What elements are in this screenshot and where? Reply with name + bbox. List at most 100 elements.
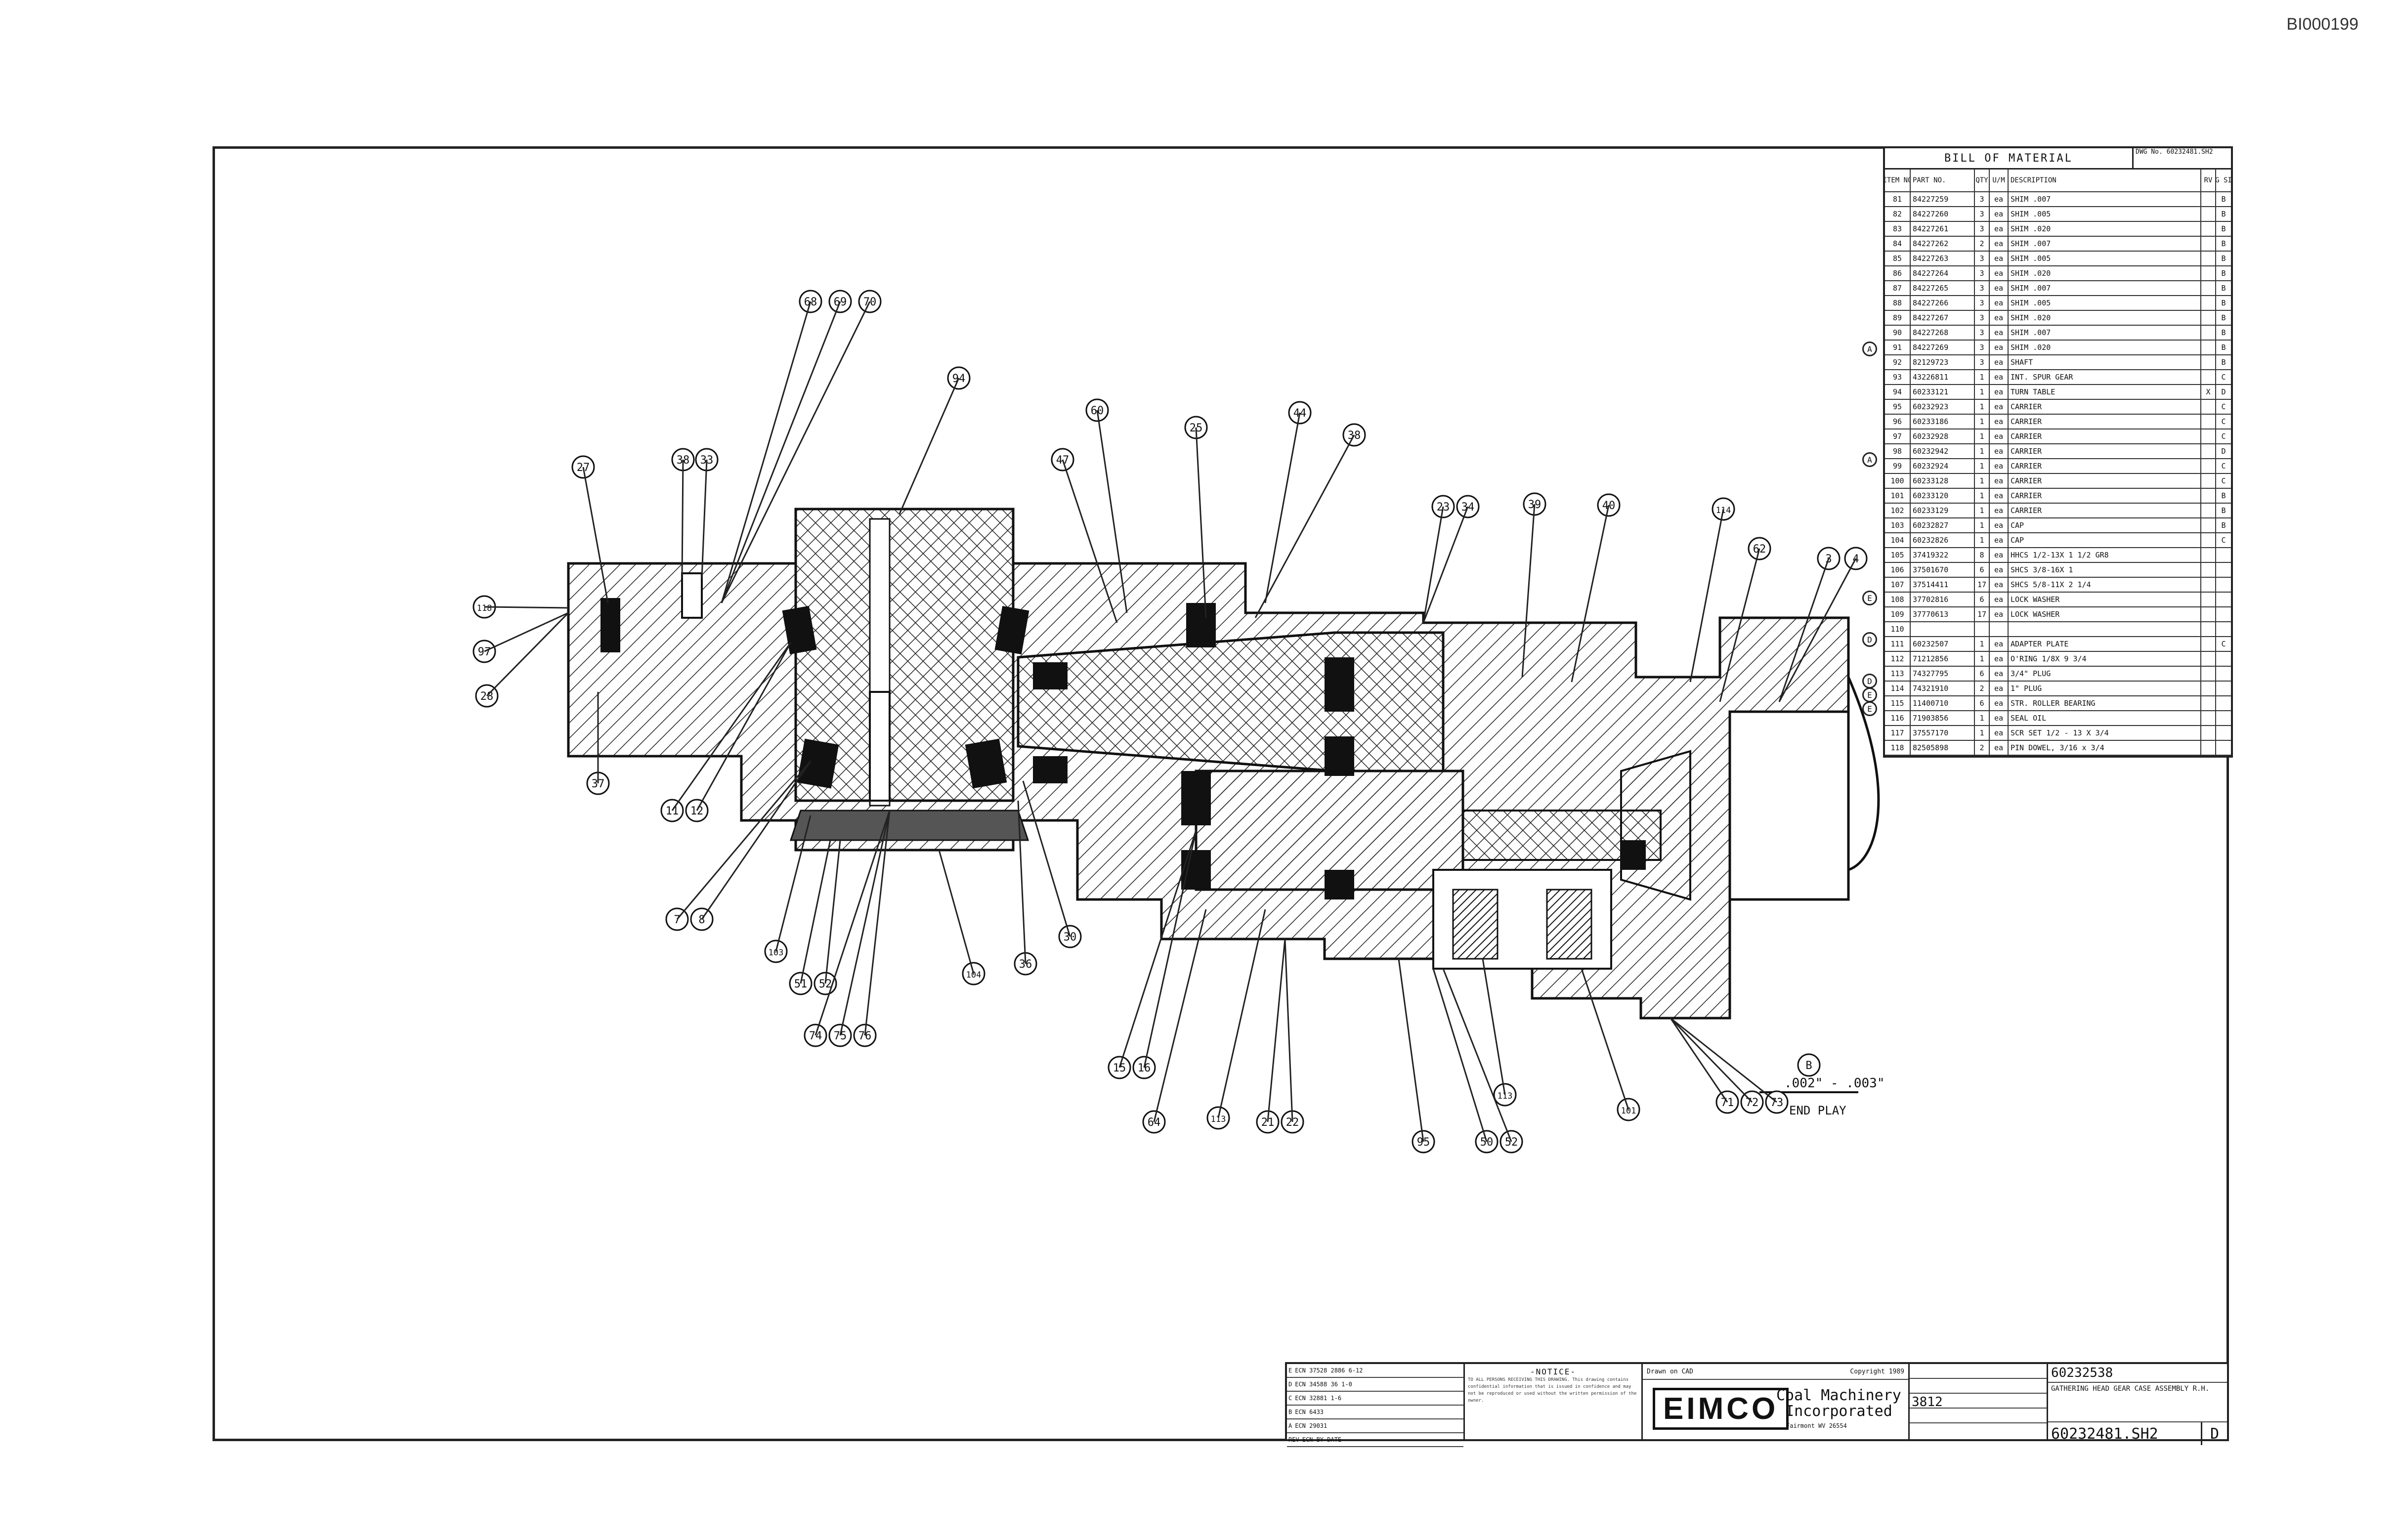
bom-cell-part: 60232923 [1911, 400, 1975, 414]
bom-cell-part: 37557170 [1911, 726, 1975, 740]
callout-label: 97 [478, 646, 491, 658]
bom-cell-size: C [2221, 536, 2226, 545]
bom-cell-desc: SHCS 3/8-16X 1 [2009, 563, 2201, 577]
bill-of-material-table: BILL OF MATERIAL DWG No. 60232481.SH2 IT… [1883, 146, 2233, 758]
bom-cell-um: ea [1990, 474, 2009, 488]
bom-cell-size: B [2221, 313, 2226, 322]
bom-cell-qty: 3 [1975, 311, 1990, 325]
bom-cell-rev [2201, 593, 2216, 606]
bom-cell-um: ea [1990, 518, 2009, 532]
bom-cell-qty: 17 [1975, 578, 1990, 592]
callout-label: 50 [1480, 1136, 1494, 1149]
bom-cell-item: 107 [1885, 578, 1911, 592]
leader-line [1778, 558, 1830, 702]
bom-cell-size: C [2221, 417, 2226, 426]
revision-letter: E [1288, 1367, 1292, 1374]
leader-line [484, 606, 569, 609]
scale-number: 3812 [1910, 1394, 2047, 1410]
bom-cell-qty: 1 [1975, 726, 1990, 740]
bom-cell-qty: 8 [1975, 548, 1990, 562]
bom-cell-um: ea [1990, 682, 2009, 695]
bom-cell-size: B [2221, 239, 2226, 248]
bom-cell-desc: SHIM .005 [2009, 296, 2201, 310]
revision-desc: ECN 29031 [1295, 1422, 1327, 1429]
bom-cell-size: B [2221, 254, 2226, 263]
bom-cell-um: ea [1990, 548, 2009, 562]
bom-cell-rev: X [2201, 385, 2216, 399]
revision-desc: ECN 6433 [1295, 1409, 1324, 1415]
bom-cell-part: 60232924 [1911, 459, 1975, 473]
bom-cell-um: ea [1990, 237, 2009, 251]
drawing-number-block: 60232538 GATHERING HEAD GEAR CASE ASSEMB… [2048, 1364, 2227, 1445]
bom-cell-um: ea [1990, 489, 2009, 503]
bom-cell-part: 84227259 [1911, 192, 1975, 206]
bom-cell-rev [2201, 207, 2216, 221]
bom-cell-size: B [2221, 343, 2226, 352]
drawing-title: GATHERING HEAD GEAR CASE ASSEMBLY R.H. [2048, 1383, 2227, 1422]
bom-cell-part: 71212856 [1911, 652, 1975, 666]
bom-cell-qty: 6 [1975, 593, 1990, 606]
bom-cell-desc: CARRIER [2009, 429, 2201, 443]
bom-cell-desc: STR. ROLLER BEARING [2009, 696, 2201, 710]
revision-mark: A [1862, 452, 1877, 467]
company-block: Drawn on CAD Copyright 1989 EIMCO Coal M… [1643, 1364, 1910, 1439]
end-play-label: END PLAY [1789, 1104, 1846, 1117]
revision-desc: ECN BY DATE [1302, 1436, 1342, 1443]
callout-label: 103 [769, 948, 784, 958]
bom-cell-item: 118 [1885, 741, 1911, 755]
bom-cell-rev [2201, 474, 2216, 488]
bom-cell-part: 37501670 [1911, 563, 1975, 577]
bom-cell-desc: CARRIER [2009, 504, 2201, 517]
callout-label: 52 [1505, 1136, 1518, 1149]
company-line-2: Incorporated [1785, 1403, 1892, 1420]
leader-line [1432, 968, 1488, 1142]
bom-cell-rev [2201, 696, 2216, 710]
notice-body: TO ALL PERSONS RECEIVING THIS DRAWING. T… [1468, 1377, 1637, 1403]
callout-label: 16 [1138, 1062, 1151, 1074]
bom-cell-um: ea [1990, 741, 2009, 755]
leader-line [1581, 968, 1629, 1110]
leader-line [1670, 1017, 1777, 1103]
bom-cell-item: 99 [1885, 459, 1911, 473]
leader-line [1254, 434, 1355, 618]
bom-cell-size: B [2221, 224, 2226, 233]
callout-circle [1797, 1053, 1821, 1077]
bom-cell-rev [2201, 711, 2216, 725]
bom-cell-item: 91 [1885, 341, 1911, 354]
bom-cell-item: 94 [1885, 385, 1911, 399]
bom-header-row: ITEM NO PART NO. QTY U/M DESCRIPTION RV … [1885, 170, 2231, 192]
bom-cell-item: 92 [1885, 355, 1911, 369]
bom-cell-part: 82129723 [1911, 355, 1975, 369]
drawn-on: Drawn on CAD [1647, 1368, 1693, 1375]
bom-cell-size [2216, 696, 2231, 710]
bom-cell-um: ea [1990, 711, 2009, 725]
bom-cell-part: 74327795 [1911, 667, 1975, 681]
bom-cell-desc: SEAL OIL [2009, 711, 2201, 725]
bom-cell-item: 97 [1885, 429, 1911, 443]
bom-cell-um: ea [1990, 326, 2009, 340]
notice-block: -NOTICE- TO ALL PERSONS RECEIVING THIS D… [1465, 1364, 1643, 1439]
bom-cell-size [2216, 741, 2231, 755]
bom-cell-size [2216, 682, 2231, 695]
bom-cell-size [2216, 622, 2231, 636]
bom-cell-rev [2201, 237, 2216, 251]
bom-cell-size: B [2221, 284, 2226, 293]
leader-line [864, 810, 891, 1036]
bom-cell-desc: CARRIER [2009, 400, 2201, 414]
bom-cell-qty: 1 [1975, 385, 1990, 399]
bom-cell-qty: 1 [1975, 518, 1990, 532]
leader-line [1482, 958, 1506, 1095]
bom-cell-qty: 2 [1975, 741, 1990, 755]
bom-cell-qty: 1 [1975, 415, 1990, 428]
bottom-cap [789, 810, 1029, 841]
bom-title-row: BILL OF MATERIAL DWG No. 60232481.SH2 [1885, 148, 2231, 170]
